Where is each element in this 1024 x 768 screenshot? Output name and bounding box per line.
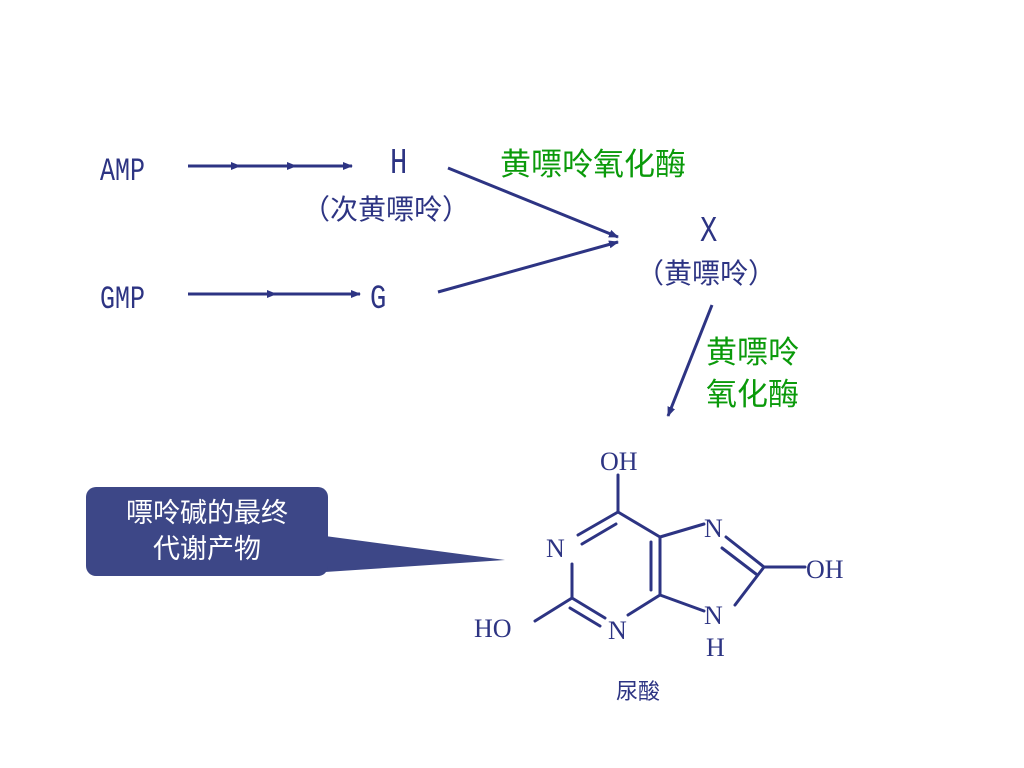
xanthine-label: （黄嘌呤） [636, 257, 777, 290]
g-label: G [370, 281, 387, 319]
atom-n3: N [608, 616, 627, 645]
enzyme-label-bottom-line1: 黄嘌呤 [706, 335, 799, 371]
hypoxanthine-label: （次黄嘌呤） [302, 193, 471, 226]
molecule-bonds [533, 473, 807, 628]
atom-oh-top: OH [600, 447, 638, 476]
x-to-uric-acid-arrow [666, 304, 714, 417]
x-label: X [700, 211, 718, 252]
enzyme-label-top: 黄嘌呤氧化酶 [500, 147, 686, 183]
g-to-x-arrow [437, 240, 619, 294]
callout-line-1: 嘌呤碱的最终 [126, 497, 288, 529]
amp-label: AMP [100, 153, 145, 190]
callout-line-2: 代谢产物 [153, 533, 261, 565]
callout-box: 嘌呤碱的最终 代谢产物 [86, 487, 328, 576]
h-label: H [390, 143, 408, 184]
gmp-label: GMP [100, 281, 145, 318]
atom-n1: N [546, 534, 565, 563]
atom-oh-right: OH [806, 555, 844, 584]
uric-acid-structure: OH N N N N H OH HO 尿酸 [474, 447, 844, 705]
atom-h9: H [706, 633, 725, 662]
atom-n7: N [704, 514, 723, 543]
atom-ho-left: HO [474, 614, 512, 643]
h-to-x-arrow [447, 166, 619, 239]
atom-n9: N [704, 601, 723, 630]
uric-acid-caption: 尿酸 [616, 680, 660, 705]
callout-pointer [325, 536, 505, 572]
enzyme-label-bottom-line2: 氧化酶 [706, 377, 799, 413]
